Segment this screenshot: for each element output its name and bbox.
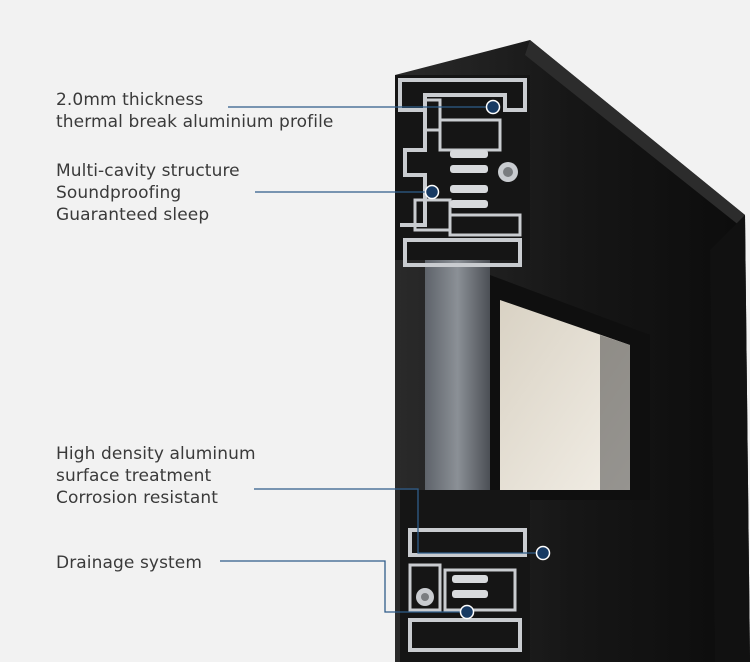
leader-line-drainage: [220, 560, 467, 613]
callout-line: 2.0mm thickness: [56, 90, 204, 110]
marker-dot: [459, 604, 475, 620]
callout-line: Corrosion resistant: [56, 488, 219, 508]
marker-dot: [535, 545, 551, 561]
callout-line: Guaranteed sleep: [56, 205, 210, 225]
callout-line: thermal break aluminium profile: [56, 112, 334, 132]
callout-line: Multi-cavity structure: [56, 161, 240, 181]
callout-markers: [424, 99, 551, 620]
callout-line: Drainage system: [56, 553, 203, 573]
marker-dot: [424, 184, 440, 200]
callout-thermal-break: 2.0mm thickness thermal break aluminium …: [56, 89, 333, 133]
glass-edge: [425, 255, 490, 530]
callout-line: High density aluminum: [56, 444, 256, 464]
upper-profile-section: [395, 75, 530, 267]
glass-pane: [490, 275, 650, 500]
callout-line: surface treatment: [56, 466, 212, 486]
leader-line-surface: [254, 488, 543, 554]
callout-line: Soundproofing: [56, 183, 182, 203]
marker-dot: [485, 99, 501, 115]
leader-lines: [220, 106, 543, 613]
callout-multi-cavity: Multi-cavity structure Soundproofing Gua…: [56, 160, 240, 226]
callout-surface-treatment: High density aluminum surface treatment …: [56, 443, 256, 509]
lower-profile-section: [400, 490, 530, 662]
callout-drainage: Drainage system: [56, 552, 202, 574]
